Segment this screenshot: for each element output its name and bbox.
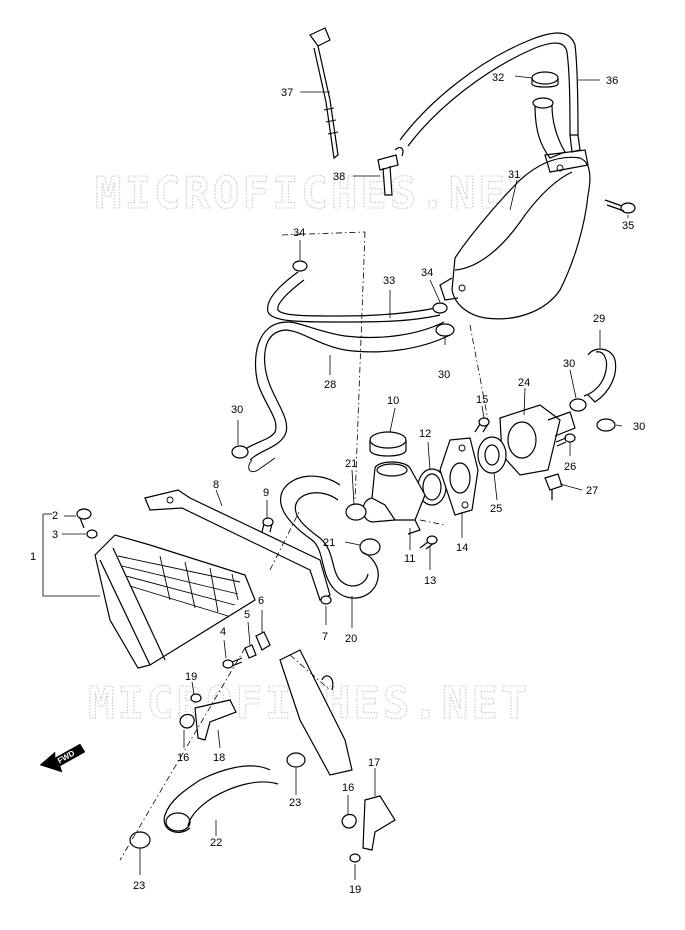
thermostat-25	[477, 436, 507, 474]
callout-27: 27	[586, 485, 598, 497]
callout-4: 4	[220, 626, 226, 638]
thermostat-housing-24	[499, 404, 576, 476]
hose-29	[583, 348, 617, 403]
bolt-7	[320, 595, 332, 605]
callout-6: 6	[258, 595, 264, 607]
callout-30-c: 30	[563, 358, 575, 370]
clamp-21-a	[345, 503, 367, 521]
clamp-34-a	[292, 260, 308, 272]
bolt-19-b	[349, 853, 361, 863]
clamp-30-c	[569, 398, 587, 412]
callout-10: 10	[387, 395, 399, 407]
callout-24: 24	[518, 377, 530, 389]
bracket-18	[194, 699, 237, 741]
callout-16-a: 16	[177, 752, 189, 764]
reservoir-tank	[439, 97, 591, 320]
clip-16-a	[179, 713, 195, 729]
callout-21-b: 21	[323, 537, 335, 549]
callout-11: 11	[404, 553, 415, 565]
callout-23-a: 23	[289, 797, 301, 809]
hose-joint-38	[377, 146, 404, 196]
callout-29: 29	[593, 313, 605, 325]
callout-19-a: 19	[185, 671, 197, 683]
callout-31: 31	[508, 169, 520, 181]
callout-14: 14	[456, 542, 468, 554]
callout-16-b: 16	[342, 782, 354, 794]
collar-5	[244, 644, 257, 659]
callout-26: 26	[564, 461, 576, 473]
callout-28: 28	[324, 379, 336, 391]
callout-35: 35	[622, 220, 634, 232]
callout-21-a: 21	[345, 458, 357, 470]
bolt-35	[604, 199, 636, 214]
grommet-6	[255, 631, 271, 651]
bolt-4	[222, 657, 243, 669]
hose-20	[280, 475, 379, 599]
callout-2: 2	[52, 510, 58, 522]
overflow-hose	[399, 32, 579, 141]
bolt-19-a	[190, 693, 202, 703]
callout-33: 33	[383, 275, 395, 287]
callout-13: 13	[424, 575, 436, 587]
clamp-23-b	[129, 831, 151, 849]
clamp-23-a	[286, 752, 306, 768]
hose-clamp-37	[309, 27, 339, 160]
clamp-34-b	[432, 302, 448, 314]
callout-12: 12	[419, 428, 431, 440]
callout-30-d: 30	[633, 421, 645, 433]
temp-sensor-27	[544, 473, 563, 500]
callout-36: 36	[606, 75, 618, 87]
callout-30-b: 30	[438, 369, 450, 381]
callout-34-b: 34	[421, 267, 433, 279]
hose-33	[267, 271, 441, 323]
callout-38: 38	[333, 171, 345, 183]
clip-16-b	[341, 813, 357, 829]
bolt-13	[419, 535, 438, 550]
watermark-top: MICROFICHES.NET	[95, 168, 537, 219]
callout-19-b: 19	[349, 884, 361, 896]
callout-5: 5	[244, 609, 250, 621]
callout-8: 8	[213, 479, 219, 491]
callout-15: 15	[476, 394, 488, 406]
reservoir-cap	[531, 71, 559, 88]
callout-30-a: 30	[231, 404, 243, 416]
clamp-30-a	[231, 445, 249, 459]
bolt-2	[76, 508, 92, 529]
flange-14	[439, 437, 479, 516]
clamp-21-b	[359, 538, 381, 556]
bolt-15	[474, 417, 490, 433]
callout-18: 18	[213, 752, 225, 764]
callout-34-a: 34	[293, 227, 305, 239]
bolt-9	[261, 517, 274, 533]
callout-1: 1	[30, 551, 36, 563]
radiator-hose-28	[243, 321, 451, 473]
callout-17: 17	[368, 757, 380, 769]
bracket-17	[362, 795, 396, 851]
callout-32: 32	[492, 72, 504, 84]
radiator	[94, 534, 256, 669]
callout-25: 25	[490, 503, 502, 515]
callout-7: 7	[322, 631, 328, 643]
callout-20: 20	[345, 633, 357, 645]
callout-3: 3	[52, 529, 58, 541]
clamp-30-d	[596, 418, 616, 432]
clamp-30-b	[435, 323, 455, 337]
forward-arrow-icon: FWD	[39, 743, 86, 773]
callout-37: 37	[281, 87, 293, 99]
callout-23-b: 23	[133, 880, 145, 892]
callout-9: 9	[263, 487, 269, 499]
radiator-cover	[279, 649, 353, 776]
callout-22: 22	[210, 837, 222, 849]
washer-3	[86, 529, 98, 539]
lower-hose-22	[163, 765, 279, 833]
bolt-26	[555, 433, 576, 447]
filler-neck	[362, 431, 426, 535]
